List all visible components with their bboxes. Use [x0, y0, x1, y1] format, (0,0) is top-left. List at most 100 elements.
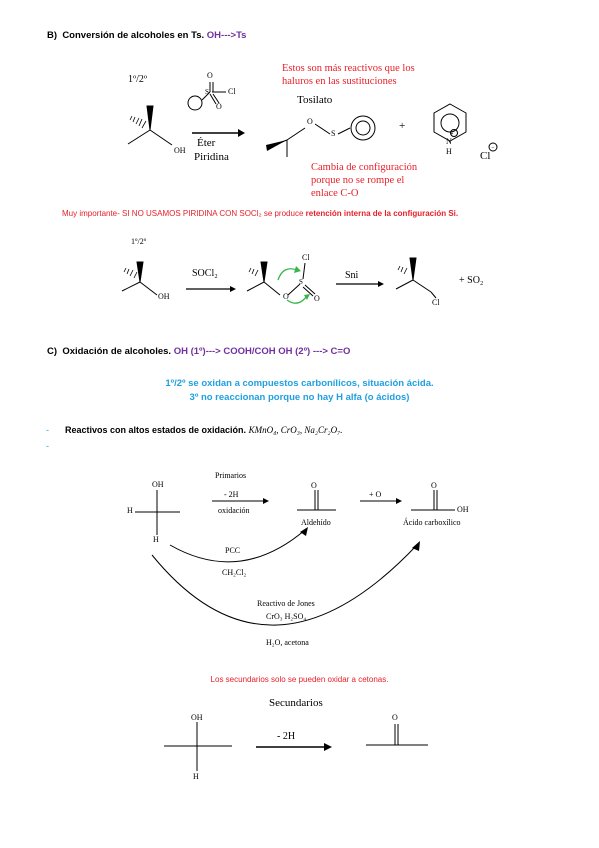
plus-sign: +	[399, 120, 406, 132]
warning-main: Muy importante- SI NO USAMOS PIRIDINA CO…	[62, 209, 304, 218]
jones-label-2: CrO₃ H₂SO₄	[266, 612, 307, 621]
section-b-letter: B)	[47, 30, 58, 41]
reaction-arrow-secondary	[256, 743, 332, 751]
alcohol-structure-2	[121, 261, 158, 296]
plus-o-label: + O	[369, 490, 382, 499]
ketone-structure	[366, 724, 428, 746]
section-c-title-highlight: OH (1º)---> COOH/COH OH (2º) ---> C=O	[173, 346, 351, 357]
reagent-ether: Éter	[197, 137, 216, 149]
acid-oh-label: OH	[457, 505, 469, 514]
primary-h-bottom: H	[153, 535, 159, 544]
cl-label: Cl	[228, 87, 236, 96]
section-c-title: Oxidación de alcoholes.	[62, 346, 172, 357]
s-label: S	[205, 88, 209, 96]
chlorosulfite-structure	[246, 261, 316, 297]
plus-charge-icon: +	[451, 131, 454, 137]
intermediate-s-label: S	[299, 278, 303, 286]
acid-o-label: O	[431, 481, 437, 490]
red-note-reactivity-line2: haluros en las sustituciones	[282, 76, 397, 87]
degree-label: 1º/2º	[128, 74, 147, 85]
reagent-pyridine: Piridina	[194, 151, 229, 163]
acido-label: Ácido carboxílico	[403, 518, 461, 527]
pcc-arrowhead	[300, 527, 308, 536]
warning-text: Muy importante- SI NO USAMOS PIRIDINA CO…	[62, 209, 458, 218]
intermediate-cl-label: Cl	[302, 253, 310, 262]
section-c-heading: C) Oxidación de alcoholes. OH (1º)---> C…	[47, 346, 350, 357]
curved-arrow-pcc	[169, 529, 306, 563]
blue-note-line1: 1º/2º se oxidan a compuestos carbonílico…	[165, 378, 434, 389]
ketone-o-label: O	[392, 713, 398, 722]
reaction-arrow-primary	[212, 498, 269, 504]
red-note-reactivity-line1: Estos son más reactivos que los	[282, 63, 415, 74]
tosylate-wedge	[266, 140, 287, 151]
chloride-anion-label: Cl	[480, 150, 491, 162]
o-label-bottom: O	[216, 102, 222, 111]
oxidacion-label: oxidación	[218, 506, 250, 515]
reaction-arrow-1	[192, 129, 245, 137]
oh-label: OH	[174, 146, 186, 155]
secondary-oh-label: OH	[191, 713, 203, 722]
so2-label: + SO₂	[459, 275, 484, 286]
bullet-item-1: Reactivos con altos estados de oxidación…	[65, 425, 343, 435]
aldehyde-structure	[297, 490, 336, 511]
reaction-arrow-oxidation	[360, 498, 402, 504]
section-b-title: Conversión de alcoholes en Ts.	[62, 30, 205, 41]
reaction-arrow-3	[336, 281, 384, 287]
red-note-config-line1: Cambia de configuración	[311, 162, 418, 173]
red-note-config-line2: porque no se rompe el	[311, 175, 405, 186]
secondary-alcohol-structure	[164, 722, 232, 771]
section-b-heading: B) Conversión de alcoholes en Ts. OH--->…	[47, 30, 246, 41]
primary-alcohol-structure	[135, 490, 180, 535]
reaction-arrow-2	[186, 286, 236, 292]
o-label-top: O	[207, 71, 213, 80]
pyridinium-n-label: N	[446, 137, 452, 146]
bullet-text: Reactivos con altos estados de oxidación…	[65, 425, 247, 435]
minus-2h-label: - 2H	[224, 490, 239, 499]
acid-structure	[411, 490, 455, 511]
pyridinium-h-label: H	[446, 147, 452, 156]
product-cl-label: Cl	[432, 298, 440, 307]
red-note-config-line3: enlace C-O	[311, 188, 359, 199]
alcohol-hash-1	[129, 115, 147, 129]
primary-oh-label: OH	[152, 480, 164, 489]
green-arrowhead-1	[294, 266, 301, 273]
alcohol-hash-2	[123, 267, 138, 279]
blue-note-line2: 3º no reaccionan porque no hay H alfa (o…	[189, 392, 410, 403]
socl2-reagent: SOCl₂	[192, 268, 218, 279]
green-arrow-icon	[277, 268, 308, 304]
curved-arrow-jones	[151, 544, 418, 626]
primarios-label: Primarios	[215, 471, 247, 480]
green-arrowhead-2	[304, 294, 310, 300]
alcohol-structure-1	[127, 105, 173, 146]
tosylate-o-label: O	[307, 117, 313, 126]
tosylate-structure	[267, 115, 376, 157]
jones-arrowhead	[412, 541, 420, 551]
section-c-letter: C)	[47, 346, 58, 357]
oh-label-2: OH	[158, 292, 170, 301]
pyridinium-structure	[433, 103, 498, 152]
intermediate-o-label: O	[283, 292, 289, 301]
section-b-title-highlight: OH--->Ts	[206, 30, 247, 41]
pcc-label: PCC	[225, 546, 241, 555]
tscl-structure	[187, 82, 226, 111]
tosilato-label: Tosilato	[297, 94, 333, 106]
intermediate-o2-label: O	[314, 294, 320, 303]
bullet-formula: KMnO₄, CrO₃, Na₂Cr₂O₇.	[248, 425, 343, 435]
sni-label: Sni	[345, 270, 359, 281]
chloride-hash	[397, 265, 408, 275]
tosylate-s-label: S	[331, 129, 336, 138]
chlorosulfite-hash	[248, 267, 259, 277]
degree-label-2: 1º/2º	[131, 237, 147, 246]
chloride-structure	[395, 257, 437, 299]
secondary-minus-2h: - 2H	[277, 731, 296, 742]
red-secundarios-note: Los secundarios solo se pueden oxidar a …	[210, 675, 389, 684]
jones-label-1: Reactivo de Jones	[257, 599, 315, 608]
bullet-dash-2: -	[46, 441, 49, 451]
ch2cl2-label: CH₂Cl₂	[222, 568, 247, 577]
secondary-h-label: H	[193, 772, 199, 781]
warning-bold: retención interna de la configuración Si…	[305, 209, 459, 218]
primary-h-left: H	[127, 506, 133, 515]
secundarios-label: Secundarios	[269, 697, 323, 709]
aldehido-label: Aldehído	[301, 518, 331, 527]
